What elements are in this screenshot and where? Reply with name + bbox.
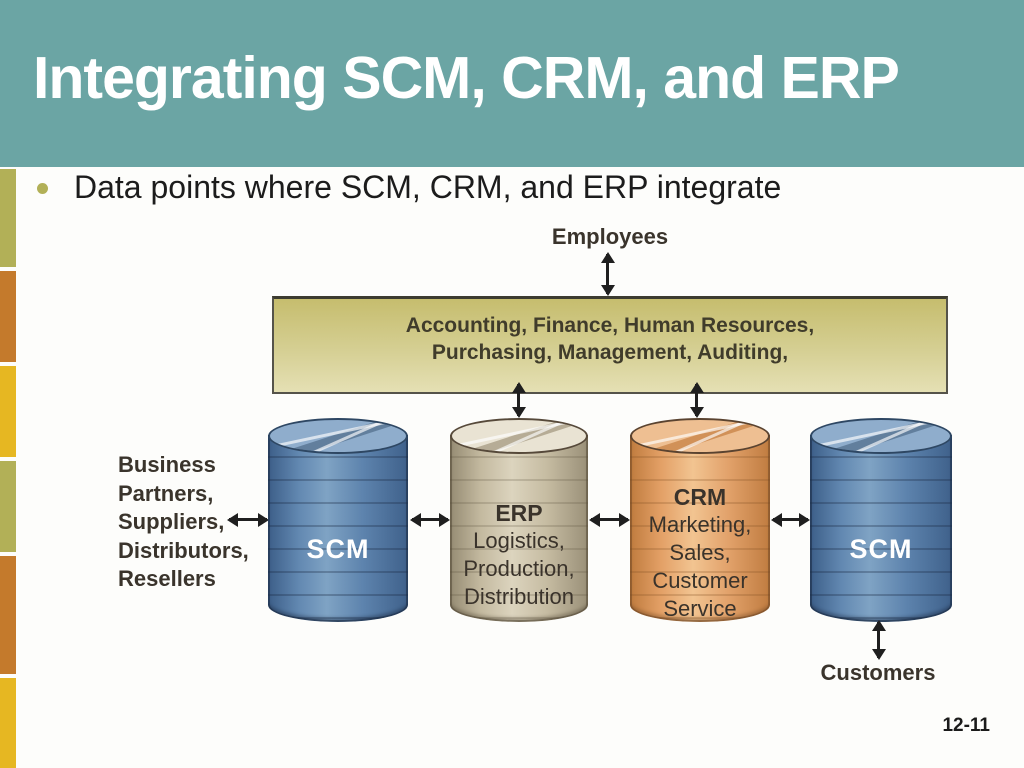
cylinder-line: Sales, bbox=[669, 540, 731, 565]
cylinder-line: Distribution bbox=[463, 584, 575, 609]
cylinder-line: Logistics, bbox=[473, 528, 565, 553]
cylinder-line: Customer bbox=[652, 568, 748, 593]
cylinder-body: SCM bbox=[268, 435, 408, 622]
cylinder-lid-icon bbox=[450, 418, 588, 454]
business-partners-label: Business Partners, Suppliers, Distributo… bbox=[118, 451, 249, 594]
double-arrow-box-crm-icon bbox=[695, 384, 698, 416]
cylinder-erp: ERP Logistics, Production, Distribution bbox=[450, 418, 588, 622]
customers-label: Customers bbox=[820, 660, 936, 685]
cylinder-title: ERP bbox=[495, 500, 543, 526]
double-arrow-box-erp-icon bbox=[517, 384, 520, 416]
sidebar-block-olive-2 bbox=[0, 461, 16, 552]
bullet-icon bbox=[37, 183, 48, 194]
cylinder-title: CRM bbox=[673, 484, 727, 510]
erp-process-box: Accounting, Finance, Human Resources, Pu… bbox=[272, 296, 948, 394]
sidebar-block-yellow-2 bbox=[0, 678, 16, 768]
partners-line: Partners, bbox=[118, 480, 214, 506]
cylinder-body: ERP Logistics, Production, Distribution bbox=[450, 435, 588, 622]
sidebar-block-yellow-1 bbox=[0, 366, 16, 457]
partners-line: Resellers bbox=[118, 566, 216, 591]
double-arrow-employees-icon bbox=[606, 254, 609, 294]
sidebar-block-orange-1 bbox=[0, 271, 16, 362]
employees-label: Employees bbox=[551, 224, 669, 249]
cylinder-scm-left: SCM bbox=[268, 418, 408, 622]
cylinder-line: Marketing, bbox=[648, 512, 752, 537]
double-arrow-crm-scm-icon bbox=[773, 518, 808, 521]
partners-line: Distributors, bbox=[118, 537, 249, 563]
sidebar-block-olive-1 bbox=[0, 169, 16, 267]
lid-stripe bbox=[812, 420, 950, 452]
page-number: 12-11 bbox=[942, 715, 990, 736]
cylinder-title: SCM bbox=[849, 534, 913, 564]
process-box-line1: Accounting, Finance, Human Resources, bbox=[405, 314, 815, 337]
process-box-line2: Purchasing, Management, Auditing, bbox=[431, 341, 789, 364]
partners-line: Suppliers, bbox=[118, 509, 225, 534]
cylinder-title: SCM bbox=[306, 534, 370, 564]
double-arrow-scm-erp-icon bbox=[412, 518, 448, 521]
double-arrow-partners-scm-icon bbox=[229, 518, 267, 521]
bullet-text: Data points where SCM, CRM, and ERP inte… bbox=[74, 169, 782, 205]
double-arrow-erp-crm-icon bbox=[591, 518, 628, 521]
cylinder-line: Production, bbox=[463, 556, 575, 581]
page-title: Integrating SCM, CRM, and ERP bbox=[33, 45, 900, 111]
cylinder-scm-right: SCM bbox=[810, 418, 952, 622]
cylinder-line: Service bbox=[663, 596, 737, 621]
cylinder-lid-icon bbox=[268, 418, 408, 454]
cylinder-body: SCM bbox=[810, 435, 952, 622]
partners-line: Business bbox=[118, 452, 216, 477]
cylinder-lid-icon bbox=[630, 418, 770, 454]
double-arrow-scm-customers-icon bbox=[877, 622, 880, 658]
cylinder-text: ERP Logistics, Production, Distribution bbox=[442, 499, 596, 611]
cylinder-crm: CRM Marketing, Sales, Customer Service bbox=[630, 418, 770, 622]
title-bar: Integrating SCM, CRM, and ERP bbox=[0, 0, 1024, 167]
sidebar-block-orange-2 bbox=[0, 556, 16, 674]
cylinder-text: CRM Marketing, Sales, Customer Service bbox=[622, 483, 778, 623]
cylinder-lid-icon bbox=[810, 418, 952, 454]
cylinder-body: CRM Marketing, Sales, Customer Service bbox=[630, 435, 770, 622]
